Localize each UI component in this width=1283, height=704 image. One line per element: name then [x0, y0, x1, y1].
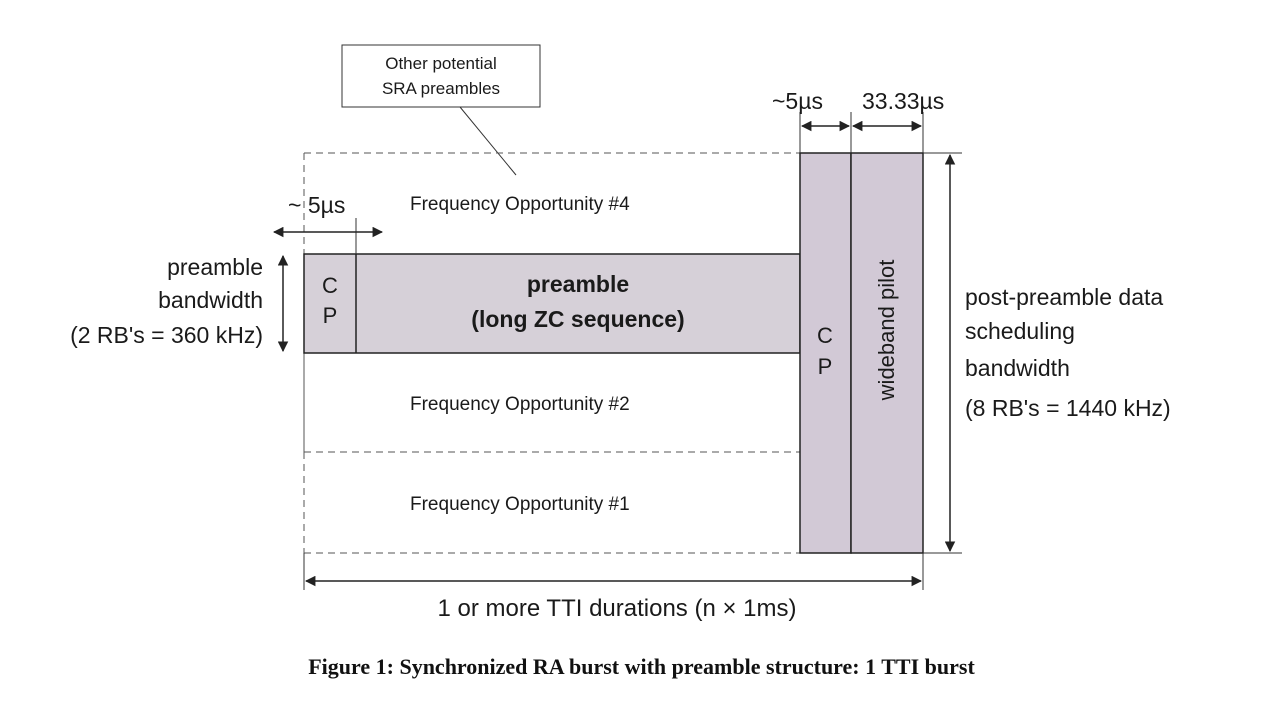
callout-line1: Other potential: [385, 54, 497, 73]
cp-duration-label: ~ 5µs: [288, 192, 345, 218]
preamble-cp-line2: P: [323, 303, 338, 328]
duration-label: 1 or more TTI durations (n × 1ms): [437, 595, 796, 622]
pilot-cp-line1: C: [817, 323, 833, 348]
post-bandwidth-line3: bandwidth: [965, 355, 1070, 381]
wideband-pilot-label: wideband pilot: [874, 260, 899, 402]
preamble-bandwidth-line3: (2 RB's = 360 kHz): [70, 322, 263, 348]
preamble-bandwidth-line2: bandwidth: [158, 287, 263, 313]
post-bandwidth-line1: post-preamble data: [965, 284, 1163, 310]
frequency-opportunity-2: Frequency Opportunity #2: [410, 394, 630, 415]
pilot-cp-duration-label: ~5µs: [772, 88, 823, 114]
callout-leader: [459, 106, 517, 176]
ra-burst-diagram: Other potential SRA preambles Frequency …: [70, 44, 1171, 622]
callout-box: Other potential SRA preambles: [341, 44, 541, 108]
callout-line2: SRA preambles: [382, 79, 500, 98]
frequency-opportunity-1: Frequency Opportunity #1: [410, 494, 630, 515]
post-bandwidth-line2: scheduling: [965, 318, 1075, 344]
preamble-label-line1: preamble: [527, 271, 629, 297]
preamble-label-line2: (long ZC sequence): [471, 306, 684, 332]
preamble-block: [303, 253, 801, 354]
preamble-cp-line1: C: [322, 273, 338, 298]
pilot-block: [799, 152, 924, 554]
pilot-cp-line2: P: [818, 354, 833, 379]
post-bandwidth-line4: (8 RB's = 1440 kHz): [965, 395, 1171, 421]
frequency-opportunity-4: Frequency Opportunity #4: [410, 194, 630, 215]
figure-caption: Figure 1: Synchronized RA burst with pre…: [308, 654, 975, 679]
pilot-duration-label: 33.33µs: [862, 88, 944, 114]
preamble-bandwidth-line1: preamble: [167, 254, 263, 280]
